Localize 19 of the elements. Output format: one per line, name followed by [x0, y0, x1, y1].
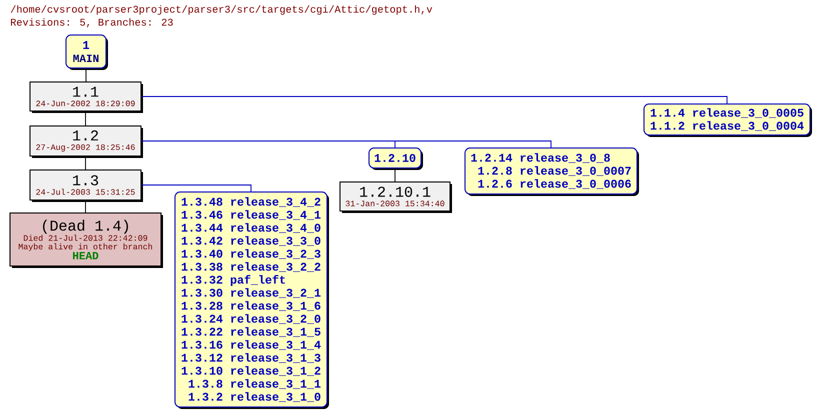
file-path-title: /home/cvsroot/parser3project/parser3/src/targets/cgi/Attic/getopt.h,v	[10, 5, 432, 15]
branch-box: 1.1.4 release_3_0_0005 1.1.2 release_3_0_0004	[644, 104, 812, 137]
revision-box: 1.2 27-Aug-2002 18:25:46	[30, 126, 143, 158]
dead-revision-box: (Dead 1.4) Died 21-Jul-2013 22:42:09 Maybe alive in other branch HEAD	[10, 212, 163, 268]
connector-line	[141, 140, 552, 148]
revision-box: 1.3 24-Jul-2003 15:31:25	[30, 170, 143, 202]
connector-line	[85, 200, 86, 213]
tag-box: 1 MAIN	[66, 34, 108, 70]
connector-line	[394, 168, 396, 182]
connector-line	[85, 156, 86, 170]
branch-box: 1.3.48 release_3_4_2 1.3.46 release_3_4_1 1.3.44 release_3_4_0 1.3.42 release_3_3_0 1.3.40 release_3_2_3 1.3.38 release_3_2_2 1.3.32 paf_left 1.3.30 release_3_2_1 1.3.28 release_3_1_6 1.3.24 release_3_2_0 1.3.22 release_3_1_5 1.3.16 release_3_1_4 1.3.12 release_3_1_3 1.3.10 release_3_1_2 1.3.8 release_3_1_1 1.3.2 release_3_1_0	[174, 192, 329, 409]
connector-line	[85, 111, 86, 126]
branch-box: 1.2.14 release_3_0_8 1.2.8 release_3_0_0007 1.2.6 release_3_0_0006	[464, 148, 639, 196]
revision-box: 1.2.10.1 31-Jan-2003 15:34:40	[340, 182, 452, 213]
connector-line	[141, 96, 728, 104]
branch-box: 1.2.10	[368, 148, 423, 170]
revision-box: 1.1 24-Jun-2002 18:29:09	[30, 82, 143, 113]
connector-line	[141, 184, 252, 192]
summary-text: Revisions: 5, Branches: 23	[11, 18, 173, 28]
